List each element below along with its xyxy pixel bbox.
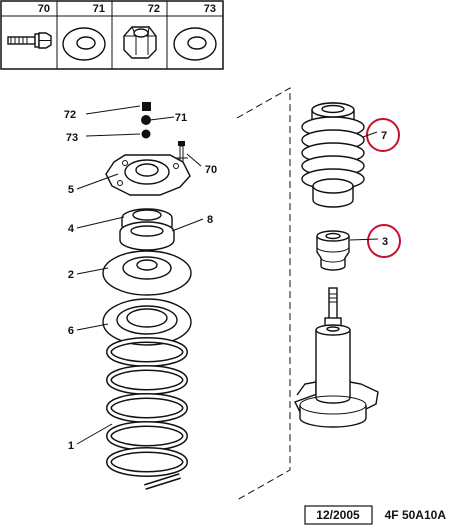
highlight-circle-3 [367, 224, 401, 258]
label-8: 8 [207, 214, 213, 226]
parts-strip: 70 71 72 73 [0, 0, 224, 70]
label-5: 5 [68, 184, 74, 196]
shock-absorber-part [294, 287, 379, 428]
bump-stop-part [316, 230, 350, 271]
separator-line [236, 87, 291, 501]
label-73: 73 [66, 132, 78, 144]
label-2: 2 [68, 269, 74, 281]
right-assembly: 7 3 [294, 102, 401, 428]
footer-date: 12/2005 [316, 508, 360, 522]
nut-icon [123, 26, 157, 59]
footer: 12/2005 4F 50A10A [304, 505, 447, 525]
upper-mount-part [105, 154, 191, 196]
highlight-circle-7 [366, 118, 400, 152]
dust-boot-part [301, 102, 365, 208]
washer-71-part [141, 115, 151, 125]
strip-number-73: 73 [204, 3, 216, 15]
label-72: 72 [64, 109, 76, 121]
washer-icon [62, 27, 106, 61]
strip-number-70: 70 [38, 3, 50, 15]
label-6: 6 [68, 325, 74, 337]
strip-number-72: 72 [148, 3, 160, 15]
label-71: 71 [175, 112, 187, 124]
spring-insulator-part [102, 298, 192, 346]
label-70: 70 [205, 164, 217, 176]
footer-code: 4F 50A10A [385, 508, 447, 522]
label-7: 7 [381, 130, 387, 142]
label-3: 3 [382, 236, 388, 248]
nut-72-part [142, 102, 151, 111]
footer-date-box [304, 505, 373, 525]
coil-spring-part [106, 337, 188, 490]
bolt-icon [7, 32, 52, 49]
ring-part [119, 221, 175, 251]
left-assembly: 72 73 71 70 5 4 8 2 6 1 [64, 102, 217, 490]
washer-73-part [141, 129, 151, 139]
upper-spring-seat-part [102, 250, 192, 296]
label-4: 4 [68, 223, 75, 235]
washer-icon [173, 27, 217, 61]
strip-number-71: 71 [93, 3, 105, 15]
label-1: 1 [68, 440, 74, 452]
